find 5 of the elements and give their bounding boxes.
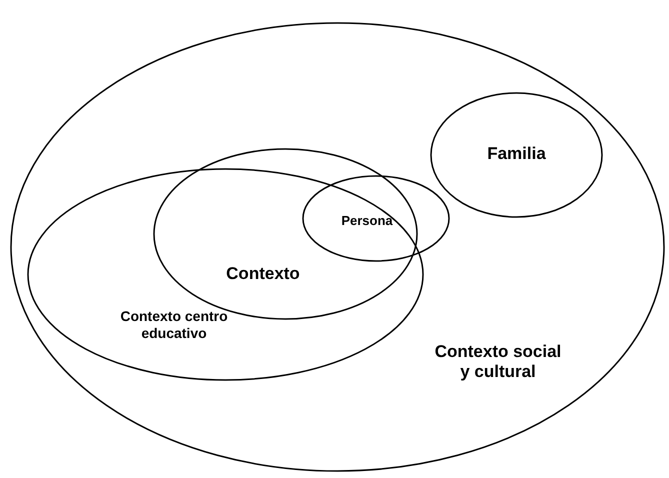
set-label: Contexto xyxy=(225,264,301,284)
set-label: Contexto social y cultural xyxy=(434,342,562,383)
set-label: Persona xyxy=(340,213,394,229)
set-label: Familia xyxy=(486,144,547,164)
set-label: Contexto centro educativo xyxy=(119,308,229,342)
